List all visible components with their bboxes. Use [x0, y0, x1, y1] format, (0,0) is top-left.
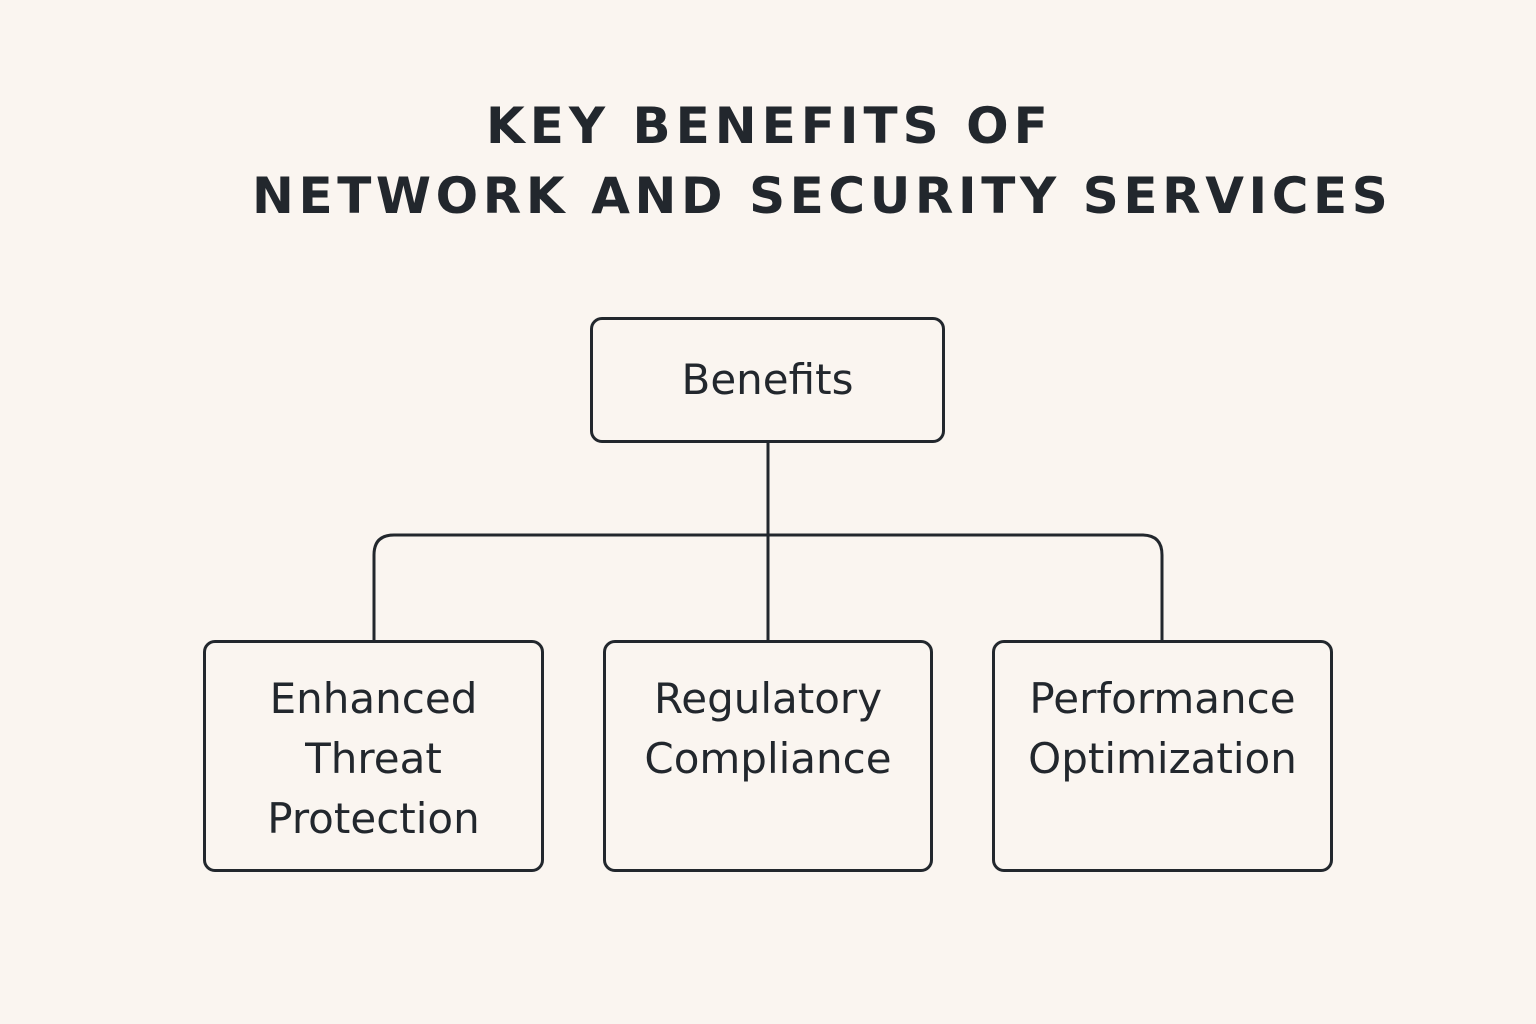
child-node-label: Enhanced Threat Protection — [267, 674, 480, 843]
child-node-label: Performance Optimization — [1028, 674, 1297, 783]
child-node-enhanced-threat-protection: Enhanced Threat Protection — [203, 640, 544, 872]
page-title-line-1: KEY BENEFITS OF — [486, 97, 1053, 155]
child-node-performance-optimization: Performance Optimization — [992, 640, 1333, 872]
root-node-label: Benefits — [681, 355, 854, 404]
root-node-benefits: Benefits — [590, 317, 945, 443]
child-node-label: Regulatory Compliance — [644, 674, 892, 783]
child-node-regulatory-compliance: Regulatory Compliance — [603, 640, 933, 872]
page-title-line-2: NETWORK AND SECURITY SERVICES — [252, 167, 1393, 225]
